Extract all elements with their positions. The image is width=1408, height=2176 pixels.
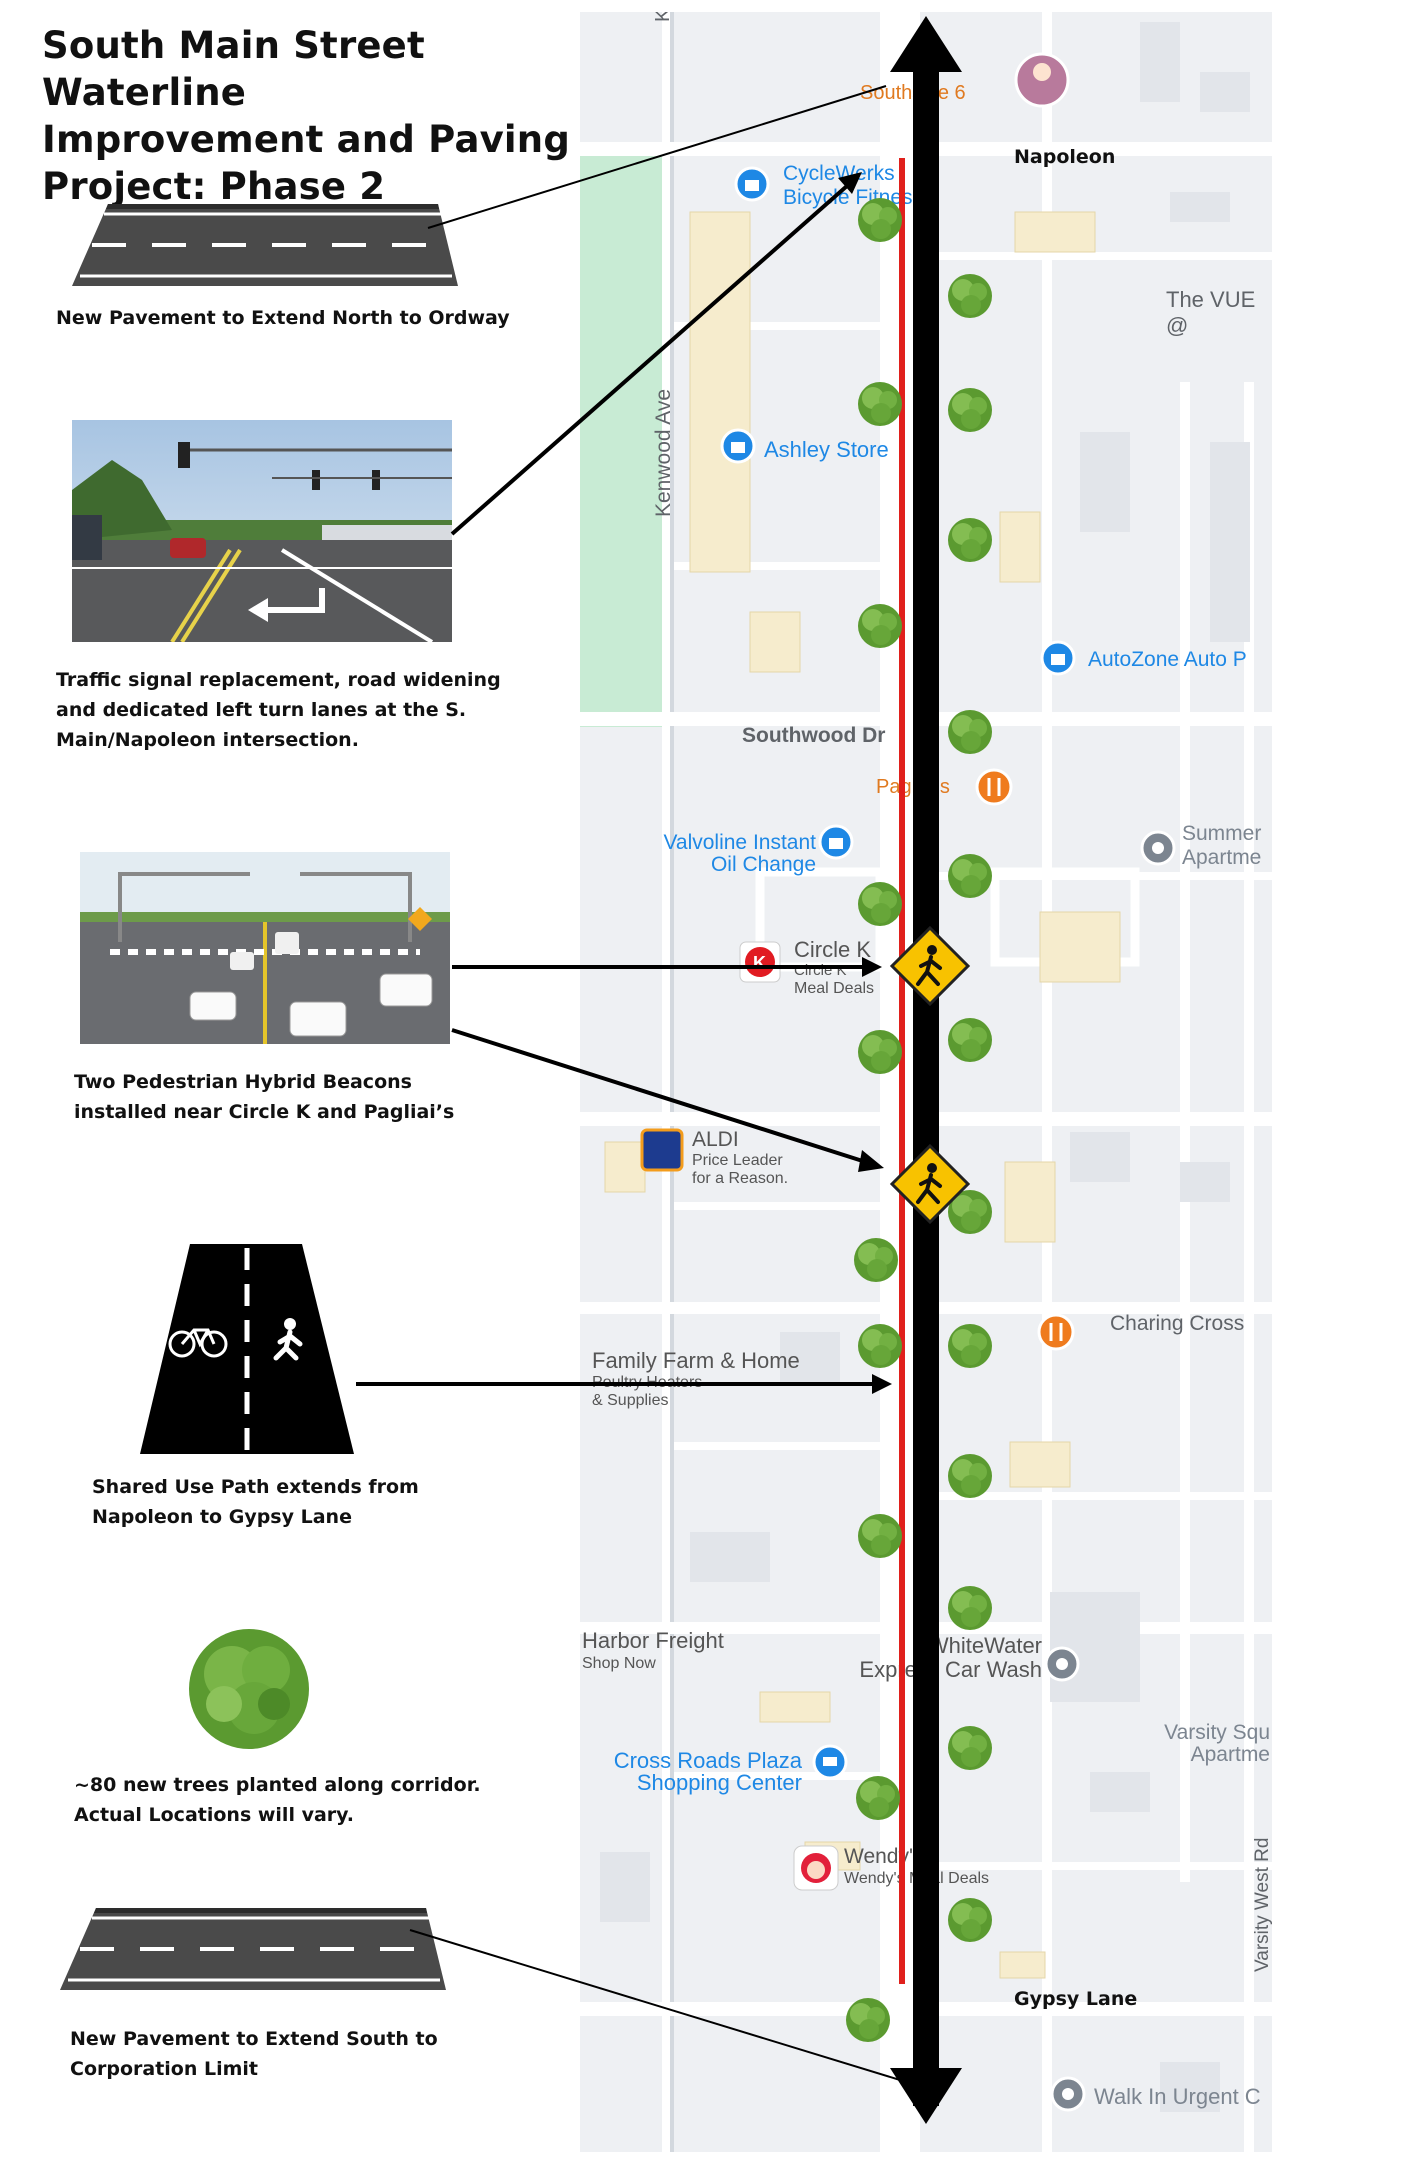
- street-label-gypsy: Gypsy Lane: [1014, 1988, 1138, 2010]
- intersection-photo-icon: [72, 420, 452, 642]
- restaurant-icon: [975, 768, 1013, 806]
- pavement-north-icon: [72, 204, 458, 286]
- cart-icon: [812, 1744, 848, 1780]
- title-line-2: Improvement and Paving: [42, 118, 571, 161]
- title-line-1: South Main Street Waterline: [42, 24, 425, 114]
- shopping-bag-icon: [720, 428, 756, 464]
- tree-icon: [189, 1629, 309, 1749]
- place-marker-icon: [1140, 830, 1176, 866]
- shopping-bag-icon: [818, 824, 854, 860]
- shared-path-icon: [140, 1244, 354, 1454]
- wendys-logo-icon: [793, 1845, 839, 1891]
- street-map[interactable]: Ken Kenwood Ave Southwood Dr Charing Cro…: [580, 12, 1272, 2152]
- caption-beacons: Two Pedestrian Hybrid Beacons installed …: [74, 1071, 455, 1123]
- caption-trees: ~80 new trees planted along corridor. Ac…: [74, 1774, 481, 1826]
- avatar-icon: [1014, 52, 1070, 108]
- title-line-3: Project: Phase 2: [42, 165, 386, 208]
- poi-harbor-freight[interactable]: Harbor Freight Shop Now: [582, 1628, 724, 1672]
- caption-pavement-north: New Pavement to Extend North to Ordway: [56, 307, 510, 329]
- poi-autozone[interactable]: AutoZone Auto P: [1088, 648, 1247, 671]
- street-label-charing: Charing Cross: [1110, 1312, 1245, 1335]
- caption-signal: Traffic signal replacement, road widenin…: [56, 669, 501, 751]
- svg-text:K: K: [753, 953, 766, 973]
- crosswalk-photo-icon: [80, 852, 450, 1044]
- place-marker-icon: [1044, 1646, 1080, 1682]
- restaurant-icon: [1037, 1313, 1075, 1351]
- pavement-south-icon: [60, 1908, 446, 1990]
- poi-vue[interactable]: The VUE @: [1166, 287, 1256, 338]
- shopping-bag-icon: [734, 166, 770, 202]
- page-title: South Main Street Waterline Improvement …: [42, 22, 602, 210]
- street-label-napoleon: Napoleon: [1014, 146, 1116, 168]
- poi-markers: K: [640, 52, 1176, 2112]
- aldi-logo-icon: [640, 1128, 684, 1172]
- poi-southside[interactable]: Southside 6: [860, 82, 966, 104]
- poi-walkin[interactable]: Walk In Urgent C: [1094, 2084, 1261, 2109]
- shopping-bag-icon: [1040, 640, 1076, 676]
- circle-k-logo-icon: K: [739, 941, 781, 983]
- caption-path: Shared Use Path extends from Napoleon to…: [92, 1476, 419, 1528]
- caption-pavement-south: New Pavement to Extend South to Corporat…: [70, 2028, 438, 2080]
- place-marker-icon: [1050, 2076, 1086, 2112]
- street-label-southwood: Southwood Dr: [742, 724, 886, 747]
